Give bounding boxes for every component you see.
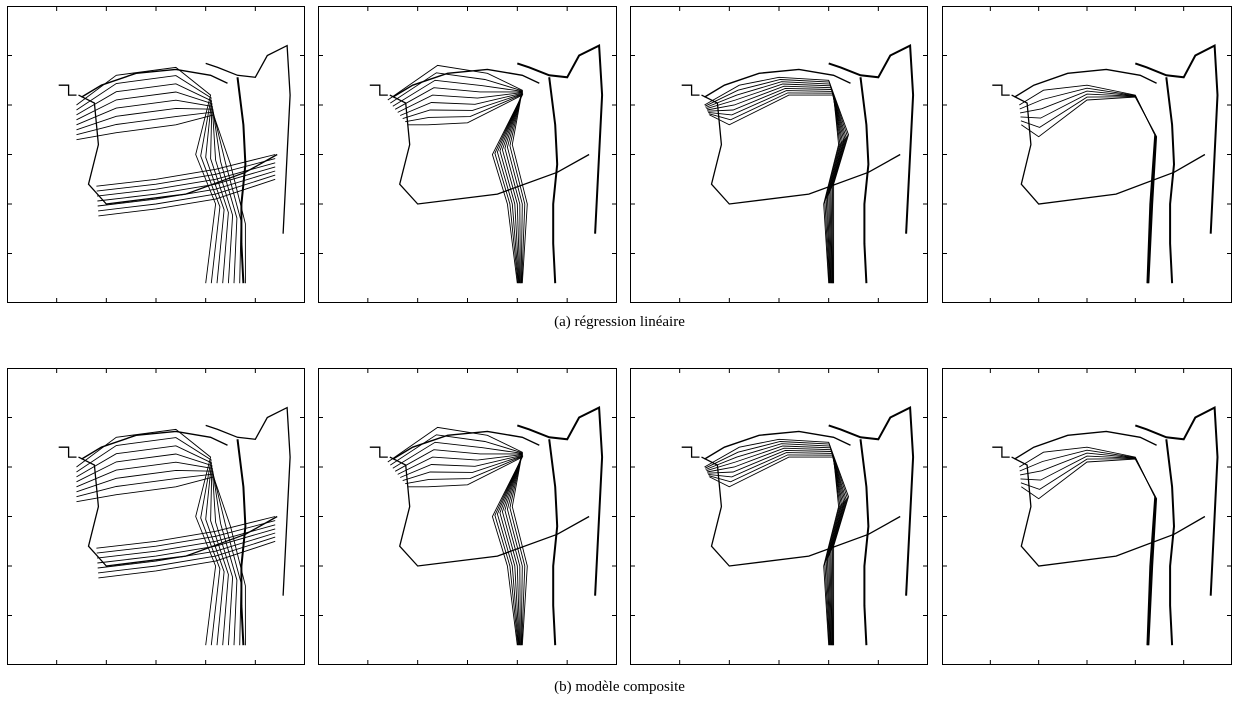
- tongue-contour: [706, 84, 844, 283]
- tongue-contour: [706, 446, 844, 645]
- panel-a-2: [318, 6, 617, 303]
- tongue-contour: [77, 438, 220, 646]
- posterior-wall-contour: [549, 77, 557, 283]
- lip-step-contour: [370, 447, 388, 457]
- palate-contour: [1015, 69, 1157, 97]
- palate-contour: [82, 431, 228, 459]
- posterior-wall-contour: [861, 77, 869, 283]
- plot-frame: [319, 369, 617, 665]
- pharynx-wall-contour: [829, 46, 913, 234]
- tongue-contour: [398, 455, 523, 646]
- pharynx-wall-contour: [206, 46, 290, 234]
- tongue-contour: [1021, 97, 1156, 284]
- tongue-contour: [403, 456, 523, 645]
- tongue-contour: [706, 444, 846, 646]
- panel-a-4: [942, 6, 1232, 303]
- tongue-contour: [1021, 456, 1156, 645]
- lip-step-contour: [992, 447, 1009, 457]
- tongue-contour: [1020, 88, 1155, 283]
- tongue-contour: [710, 95, 839, 283]
- jaw-contour: [1012, 457, 1205, 566]
- lip-step-contour: [682, 85, 700, 95]
- panel-b-1: [7, 368, 305, 665]
- lip-step-contour: [59, 85, 77, 95]
- tongue-contour: [1021, 459, 1156, 646]
- posterior-wall-contour: [1166, 77, 1174, 283]
- caption-a: (a) régression linéaire: [0, 313, 1239, 331]
- tongue-contour: [1019, 447, 1154, 645]
- plot-frame: [8, 7, 305, 303]
- palate-contour: [1015, 431, 1157, 459]
- tongue-contour: [1020, 450, 1155, 645]
- tongue-contour: [77, 67, 216, 283]
- tongue-contour: [1021, 459, 1156, 645]
- panel-b-2: [318, 368, 617, 665]
- tongue-contour: [707, 448, 844, 645]
- pharynx-wall-contour: [517, 46, 602, 234]
- plot-frame: [8, 369, 305, 665]
- panel-a-1: [7, 6, 305, 303]
- tongue-contour: [709, 93, 840, 283]
- tongue-contour: [77, 92, 229, 283]
- plot-frame: [631, 7, 928, 303]
- tongue-contour: [708, 88, 843, 283]
- pharynx-wall-contour: [1135, 46, 1217, 234]
- lip-step-contour: [682, 447, 700, 457]
- posterior-wall-contour: [1166, 439, 1174, 645]
- tongue-contour: [403, 94, 523, 283]
- pharynx-wall-contour: [206, 408, 290, 596]
- panel-b-3: [630, 368, 928, 665]
- palate-contour: [82, 69, 228, 97]
- lip-step-contour: [59, 447, 77, 457]
- posterior-wall-contour: [549, 439, 557, 645]
- tongue-contour: [706, 82, 846, 284]
- tongue-contour: [707, 86, 844, 283]
- tongue-contour: [398, 93, 523, 284]
- tongue-contour: [1021, 94, 1156, 283]
- pharynx-wall-contour: [829, 408, 913, 596]
- lip-step-contour: [370, 85, 388, 95]
- tongue-contour: [400, 455, 522, 645]
- jaw-contour: [1012, 95, 1205, 204]
- posterior-wall-contour: [861, 439, 869, 645]
- jaw-contour: [702, 95, 901, 204]
- lip-step-contour: [992, 85, 1009, 95]
- plot-frame: [943, 7, 1232, 303]
- tongue-contour: [710, 457, 839, 645]
- caption-b: (b) modèle composite: [0, 678, 1239, 696]
- pharynx-wall-contour: [1135, 408, 1217, 596]
- tongue-contour: [708, 450, 843, 645]
- tongue-contour: [709, 455, 840, 645]
- plot-frame: [319, 7, 617, 303]
- panel-b-4: [942, 368, 1232, 665]
- panel-a-3: [630, 6, 928, 303]
- tongue-contour: [400, 93, 522, 283]
- plot-frame: [943, 369, 1232, 665]
- tongue-contour: [77, 76, 220, 284]
- tongue-contour: [77, 429, 216, 645]
- figure-row-a: (a) régression linéaire: [0, 0, 1239, 330]
- pharynx-wall-contour: [517, 408, 602, 596]
- tongue-contour: [1021, 97, 1156, 283]
- plot-frame: [631, 369, 928, 665]
- jaw-contour: [702, 457, 901, 566]
- figure-row-b: (b) modèle composite: [0, 330, 1239, 707]
- tongue-contour: [1019, 85, 1154, 283]
- tongue-contour: [77, 454, 229, 645]
